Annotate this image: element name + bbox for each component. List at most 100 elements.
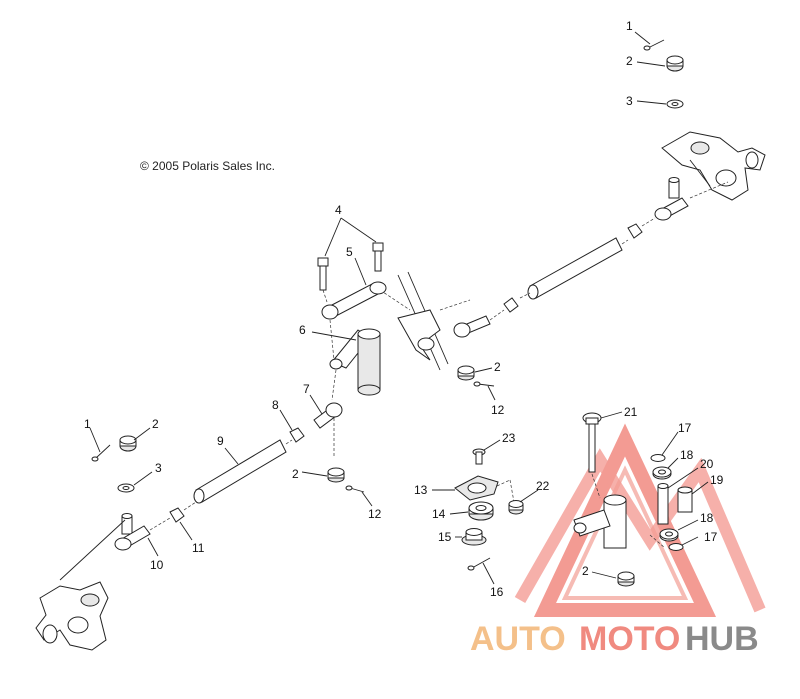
castle-nut-icon — [457, 365, 475, 381]
leader-line — [634, 31, 651, 45]
callout-12-right: 12 — [491, 403, 505, 417]
callout-16: 16 — [490, 585, 504, 599]
assembly-line — [591, 473, 601, 499]
assembly-line — [509, 479, 515, 503]
assembly-line — [519, 292, 531, 299]
leader-line — [667, 457, 679, 469]
callout-8: 8 — [272, 398, 279, 412]
leader-line — [519, 489, 539, 503]
assembly-line — [329, 319, 335, 361]
watermark-moto: MOTO — [579, 620, 680, 658]
callout-4: 4 — [335, 203, 342, 217]
assembly-line — [689, 181, 729, 199]
callout-23: 23 — [502, 431, 516, 445]
callout-2-left: 2 — [152, 417, 159, 431]
castle-nut-icon — [617, 571, 635, 587]
leader-line — [301, 471, 328, 477]
jam-nut-icon — [169, 507, 185, 523]
callout-17-bottom: 17 — [704, 530, 718, 544]
watermark-hub: HUB — [685, 620, 759, 658]
bolt-icon — [472, 448, 486, 465]
castle-nut-icon — [119, 435, 137, 452]
center-tie-rod-end-icon — [453, 315, 491, 338]
flange-nut-icon — [461, 528, 487, 546]
bushing-sleeve-icon — [657, 483, 669, 525]
cotter-pin-icon — [643, 39, 665, 51]
cotter-pin-icon — [473, 381, 495, 387]
callout-2-bottom: 2 — [582, 564, 589, 578]
lower-steering-post-icon — [573, 494, 627, 549]
leader-line — [354, 257, 367, 286]
leader-line — [483, 439, 501, 451]
leader-line — [636, 100, 667, 105]
jam-nut-icon — [627, 223, 643, 239]
right-tie-rod-tube-icon — [527, 237, 623, 300]
assembly-line — [621, 239, 629, 245]
callout-5: 5 — [346, 245, 353, 259]
watermark-logo-icon — [514, 423, 766, 617]
cotter-pin-icon — [91, 444, 111, 462]
callout-6: 6 — [299, 323, 306, 337]
left-inner-tie-rod-end-icon — [313, 402, 343, 429]
leader-line — [147, 537, 159, 557]
callout-3-left: 3 — [155, 461, 162, 475]
callout-13: 13 — [414, 483, 428, 497]
assembly-line — [489, 309, 505, 321]
leader-line — [691, 481, 709, 495]
callout-17-top: 17 — [678, 421, 692, 435]
left-tie-rod-tube-icon — [193, 439, 287, 504]
bushing-icon — [468, 501, 494, 521]
left-spindle-knuckle-icon — [35, 581, 109, 651]
leader-line — [340, 217, 377, 243]
leader-line — [600, 411, 623, 419]
callout-2-right: 2 — [494, 360, 501, 374]
cotter-pin-icon — [345, 485, 365, 493]
leader-line — [681, 536, 699, 546]
callout-19: 19 — [710, 473, 724, 487]
washer-icon — [666, 99, 684, 109]
assembly-line — [322, 289, 328, 303]
assembly-line — [183, 501, 197, 511]
leader-line — [677, 519, 699, 531]
leader-line — [591, 571, 617, 579]
callout-7: 7 — [303, 382, 310, 396]
bolt-icon — [317, 257, 329, 291]
callout-2-center: 2 — [292, 467, 299, 481]
leader-line — [179, 521, 193, 541]
watermark-auto: AUTO — [470, 620, 566, 658]
steering-post-frame-icon — [379, 271, 471, 371]
right-spindle-knuckle-icon — [661, 131, 766, 201]
assembly-line — [496, 479, 511, 487]
leader-line — [487, 385, 496, 401]
assembly-line — [649, 534, 666, 549]
callout-1-top: 1 — [626, 19, 633, 33]
cotter-pin-icon — [467, 557, 491, 571]
leader-line — [89, 427, 101, 453]
drag-link-icon — [321, 281, 387, 320]
callout-18-top: 18 — [680, 448, 694, 462]
assembly-line — [641, 217, 656, 227]
callout-20: 20 — [700, 457, 714, 471]
leader-line — [482, 562, 495, 585]
callout-15: 15 — [438, 530, 452, 544]
washer-icon — [117, 483, 135, 493]
leader-line — [474, 367, 493, 373]
leader-line — [309, 394, 323, 415]
washer-icon — [668, 543, 684, 551]
callout-18-bottom: 18 — [700, 511, 714, 525]
callout-3-top: 3 — [626, 94, 633, 108]
callout-9: 9 — [217, 434, 224, 448]
steering-bracket-icon — [454, 475, 499, 501]
left-outer-tie-rod-end-icon — [114, 513, 151, 551]
spacer-tube-icon — [677, 486, 693, 513]
bolt-icon — [372, 242, 384, 272]
steering-arm-icon — [329, 328, 381, 396]
callout-21: 21 — [624, 405, 638, 419]
jam-nut-icon — [503, 297, 519, 313]
leader-line — [449, 511, 469, 515]
leader-line — [224, 447, 239, 465]
callout-10: 10 — [150, 558, 164, 572]
castle-nut-icon — [666, 55, 684, 72]
leader-line — [59, 519, 126, 581]
